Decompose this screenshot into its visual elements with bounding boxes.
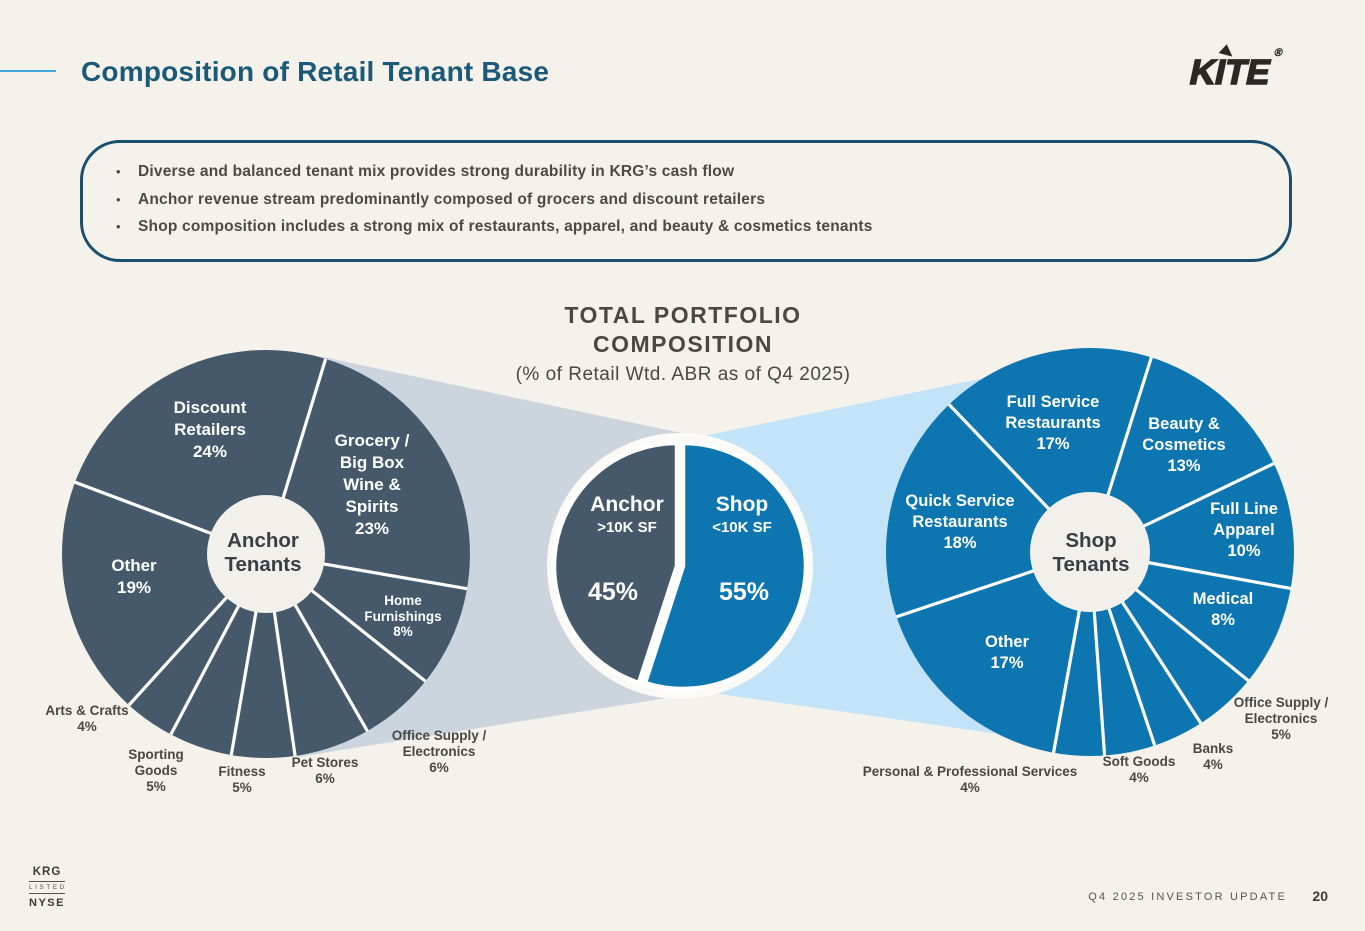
summary-bullet-text: Anchor revenue stream predominantly comp… xyxy=(138,190,766,208)
chart-title-line2: COMPOSITION xyxy=(592,331,774,357)
exchange-label: NYSE xyxy=(29,897,65,909)
anchor-donut-center-label: Anchor Tenants xyxy=(224,529,302,576)
nyse-listing-badge: KRG LISTED NYSE xyxy=(29,866,65,909)
chart-subtitle: (% of Retail Wtd. ABR as of Q4 2025) xyxy=(515,364,851,385)
segment-divider xyxy=(272,610,297,757)
page-title: Composition of Retail Tenant Base xyxy=(81,56,550,87)
shop-slice-pct: 55% xyxy=(718,578,770,606)
shop-donut-center-label: Shop Tenants xyxy=(1052,529,1130,576)
anchor-slice-sublabel: >10K SF xyxy=(597,519,657,536)
segment-divider xyxy=(169,603,241,736)
segment-divider xyxy=(321,562,468,591)
anchor-slice-pct: 45% xyxy=(587,578,639,606)
anchor-tenants-donut xyxy=(62,350,470,758)
segment-divider xyxy=(127,595,229,707)
summary-bullet-row: • Diverse and balanced tenant mix provid… xyxy=(116,163,1289,191)
listed-label: LISTED xyxy=(29,881,65,894)
segment-divider xyxy=(1106,606,1157,746)
ticker-symbol: KRG xyxy=(32,866,62,878)
segment-divider xyxy=(292,602,369,732)
anchor-tenants-donut-hole xyxy=(207,495,325,613)
bullet-icon: • xyxy=(116,164,121,179)
segment-divider xyxy=(281,358,328,500)
title-accent-line xyxy=(0,70,56,72)
segment-divider xyxy=(1105,356,1153,498)
chart-heading: TOTAL PORTFOLIO COMPOSITION (% of Retail… xyxy=(516,301,851,388)
summary-bullet-row: • Anchor revenue stream predominantly co… xyxy=(116,191,1289,219)
summary-bullet-text: Diverse and balanced tenant mix provides… xyxy=(138,163,735,180)
bullet-icon: • xyxy=(116,191,121,207)
segment-divider xyxy=(309,588,427,683)
summary-box: • Diverse and balanced tenant mix provid… xyxy=(80,140,1292,262)
shop-slice-sublabel: <10K SF xyxy=(712,519,772,536)
shop-tenants-donut xyxy=(886,348,1294,756)
page-number: 20 xyxy=(1312,888,1328,904)
segment-divider xyxy=(1120,599,1203,725)
anchor-slice-label: Anchor xyxy=(590,493,664,516)
segment-divider xyxy=(1092,609,1107,756)
segment-divider xyxy=(1146,560,1291,591)
segment-divider xyxy=(1051,608,1082,753)
segment-divider xyxy=(947,403,1052,512)
bullet-icon: • xyxy=(116,219,121,234)
summary-bullet-row: • Shop composition includes a strong mix… xyxy=(116,218,1289,246)
summary-bullet-text: Shop composition includes a strong mix o… xyxy=(138,218,873,235)
segment-divider xyxy=(896,568,1036,619)
segment-divider xyxy=(1141,462,1275,529)
segment-divider xyxy=(1134,587,1250,682)
shop-tenants-donut-hole xyxy=(1030,492,1150,612)
segment-divider xyxy=(74,480,214,536)
shop-slice xyxy=(642,440,809,692)
anchor-slice xyxy=(551,440,680,686)
portfolio-split-pie xyxy=(547,433,813,699)
segment-divider xyxy=(229,609,258,756)
footer-text: Q4 2025 INVESTOR UPDATE xyxy=(1088,891,1287,903)
shop-slice-label: Shop xyxy=(715,493,769,516)
chart-title-line1: TOTAL PORTFOLIO xyxy=(564,302,802,328)
